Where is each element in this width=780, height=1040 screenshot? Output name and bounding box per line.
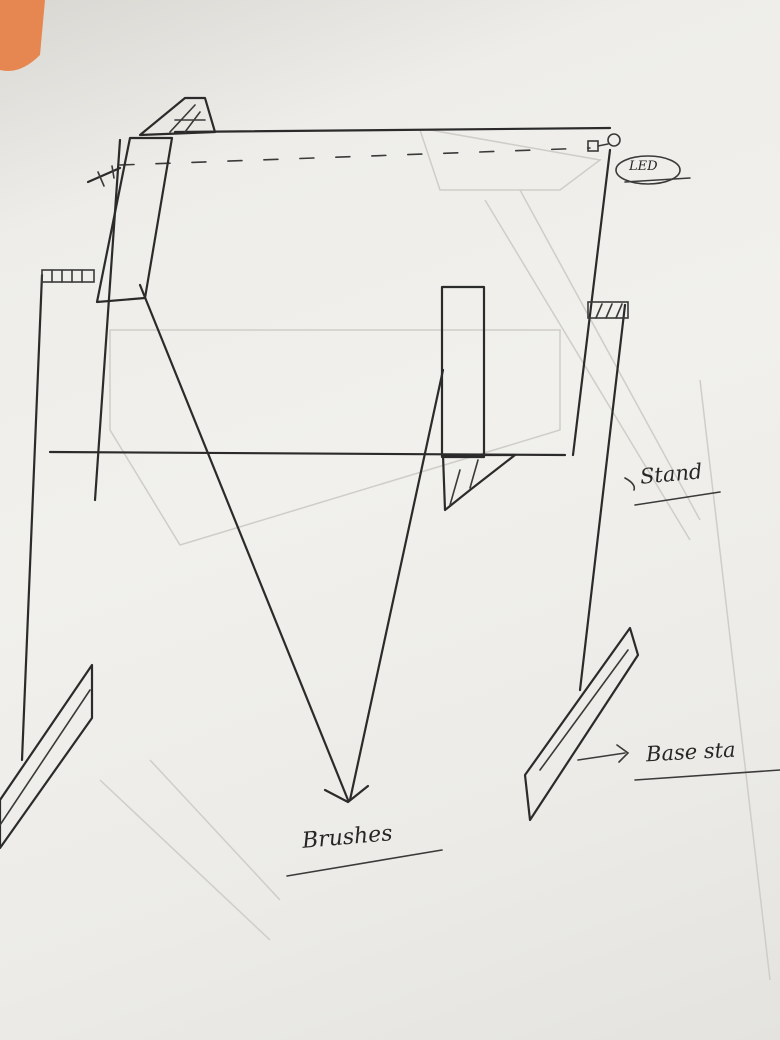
left-base-foot bbox=[0, 663, 94, 850]
right-base-foot bbox=[523, 626, 640, 822]
base-stand-arrow bbox=[577, 744, 780, 781]
brushes-pointer bbox=[138, 283, 445, 804]
led-label: LED bbox=[629, 159, 658, 174]
shadow-tab bbox=[0, 0, 45, 71]
left-brush-holder bbox=[95, 136, 174, 304]
led-emitter bbox=[587, 133, 621, 152]
right-brush-holder bbox=[440, 285, 517, 512]
top-frame bbox=[138, 96, 612, 137]
stand-leader bbox=[624, 477, 721, 506]
left-clamp bbox=[86, 165, 122, 187]
brushes-underline bbox=[286, 849, 443, 877]
left-post bbox=[20, 138, 122, 762]
led-label-frame bbox=[615, 155, 691, 185]
base-stand-label: Base sta bbox=[645, 737, 737, 767]
stand-beam bbox=[48, 450, 567, 457]
right-post bbox=[571, 148, 629, 692]
show-through-marks bbox=[99, 129, 771, 981]
led-beam-line bbox=[119, 147, 591, 166]
